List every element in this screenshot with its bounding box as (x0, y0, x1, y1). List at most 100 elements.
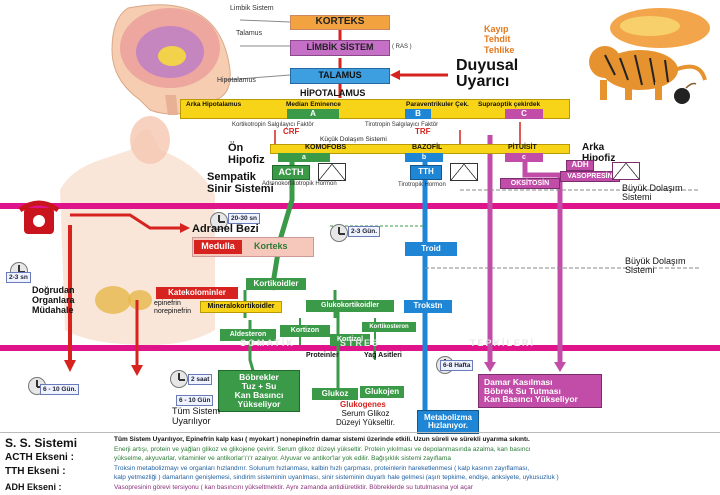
aldesteron-box: Aldesteron (220, 329, 276, 341)
tth-text-2: kalp yetmezliği ) damarların genişlemesi… (114, 474, 559, 481)
tth-note: Tirotropik Hormon (398, 182, 446, 188)
dogrudan-label: Doğrudan Organlara Müdahale (32, 285, 75, 316)
hipofiz-label: Hipofiz (228, 154, 265, 167)
arka-hipofiz-label: Arka Hipofiz (582, 142, 615, 164)
katekolominler-box: Katekolominler (156, 287, 238, 299)
bottom-divider (0, 432, 720, 433)
crf-label: CRF (283, 127, 300, 136)
tiger-illustration (589, 46, 707, 100)
uyarici-label: Uyarıcı (456, 73, 510, 90)
metabolizma-l2: Hızlanıyor. (427, 421, 468, 430)
head-brain-illustration (111, 4, 231, 115)
tth-box: TTH (410, 165, 442, 180)
threat-list: Kayıp Tehdit Tehlike (484, 24, 514, 55)
kortizol-box: Kortizol (330, 334, 370, 346)
mineralokortikoidler-box: Mineralokortikoidler (200, 301, 282, 313)
bobrekler-l1: Böbrekler (239, 372, 279, 383)
threat-tehdit: Tehdit (484, 34, 511, 45)
tum-sistem-l1: Tüm Sistem (172, 406, 221, 416)
trokstn-box: Trokstn (404, 300, 452, 313)
buyuk-dolasim-1: Büyük Dolaşım Sistemi (622, 183, 683, 203)
on-hipofiz-label: Ön Hipofiz (228, 142, 265, 166)
tum-sistem-l2: Uyarılıyor (172, 415, 211, 426)
clock-6-label: 6 - 10 Gün (176, 395, 214, 406)
clock-icon-4 (170, 370, 188, 388)
hipotalamus-label: Hipotalamus (217, 77, 256, 84)
kortikoidler-box: Kortikoidler (246, 278, 306, 290)
letter-b-small: b (405, 153, 443, 162)
adh-envelope-icon (612, 162, 640, 180)
troid-box: Troid (405, 242, 457, 256)
damar-l3: Kan Basıncı Yükseliyor (484, 394, 578, 405)
acth-path (269, 160, 295, 291)
clock-1-label: 20-30 sn (228, 213, 261, 224)
talamus-label: Talamus (236, 30, 263, 37)
pituisit-label: PİTUİSİT (508, 144, 537, 151)
glukojen-box: Glukojen (360, 386, 404, 398)
letter-c-small: c (505, 153, 543, 162)
duyusal-label: Duyusal (456, 57, 519, 74)
adh-path (522, 160, 563, 365)
hypo-label-2: Paraventrikuler Çek. (406, 101, 469, 108)
band-stres: STRES (340, 338, 381, 348)
metabolizma-l1: Metabolizma (423, 412, 472, 422)
damar-l1: Damar Kasılması (484, 376, 553, 387)
komofobs-label: KOMOFOBS (305, 144, 347, 151)
bazofil-label: BAZOFİL (412, 144, 443, 151)
adh-text: Vasopresinin görevi tersiyonu ( kan bası… (114, 484, 473, 491)
dogrudan-l2: Organlara (32, 294, 75, 305)
sempatik-line-2: Sinir Sistemi (207, 182, 274, 195)
vasopresin-box: VASOPRESİN (560, 171, 620, 182)
clock-icon-1 (210, 212, 228, 230)
bobrekler-box: Böbrekler Tuz + Su Kan Basıncı Yükseliyo… (218, 370, 300, 412)
bobrekler-l3: Kan Basıncı (234, 390, 284, 400)
adh-axis-label: ADH Ekseni : (5, 482, 62, 492)
buyuk-dolasim-2: Büyük Dolaşım Sistemi (625, 256, 686, 276)
acth-axis-label: ACTH Ekseni : (5, 452, 74, 463)
acth-note: Adrenokortikotropik Hormon (262, 181, 337, 187)
sympathetic-arrow (64, 213, 190, 376)
serum-l2: Düzeyi Yükseltir. (336, 417, 395, 427)
medulla-box: Medulla (194, 240, 242, 254)
duyusal-uyarici: Duyusal Uyarıcı (456, 58, 518, 90)
proteinler-label: Proteinler (306, 352, 339, 359)
letter-a-small: a (278, 153, 330, 162)
damar-box: Damar Kasılması Böbrek Su Tutması Kan Ba… (478, 374, 602, 408)
tth-axis-label: TTH Ekseni : (5, 466, 66, 477)
tth-envelope-icon (450, 163, 478, 181)
damar-l2: Böbrek Su Tutması (484, 385, 561, 396)
acth-text-1: Enerji artışı, protein ve yağları glikoz… (114, 446, 531, 453)
clock-2-label: 2-3 Gün. (348, 226, 381, 237)
korteks-label: Korteks (254, 241, 288, 251)
bomb-illustration (674, 82, 697, 104)
clock-icon-2 (330, 224, 348, 242)
dogrudan-l3: Müdahale (32, 304, 74, 315)
kortikosteron-box: Kortikosteron (362, 322, 416, 332)
clock-4-label: 2 saat (188, 374, 213, 385)
acth-box: ACTH (272, 165, 310, 180)
on-label: Ön (228, 142, 244, 154)
clock-5-label: 6 - 10 Gün. (40, 384, 80, 395)
letter-a-box: A (287, 109, 339, 119)
hypo-label-3: Supraoptik çekirdek (478, 101, 541, 108)
bobrekler-l4: Yükseliyor (237, 398, 281, 409)
epinefrin-l2: norepinefrin (154, 307, 191, 315)
trf-label: TRF (415, 127, 431, 136)
letter-c-box: C (505, 109, 543, 119)
metabolizma-box: Metabolizma Hızlanıyor. (417, 410, 479, 434)
threat-tehlike: Tehlike (484, 44, 515, 55)
buyuk-dolasim-1-l1: Büyük Dolaşım (622, 183, 683, 193)
sempatik-line-1: Sempatik (207, 171, 256, 183)
arka-label: Arka (582, 142, 605, 153)
talamus-box: TALAMUS (290, 68, 390, 84)
limbik-label: Limbik Sistem (230, 5, 274, 12)
limbik-box: LİMBİK SİSTEM (290, 40, 390, 56)
ss-text-1: Tüm Sistem Uyarılıyor, Epinefrin kalp ka… (114, 436, 530, 443)
hypothalamus-bar (180, 99, 570, 119)
tum-sistem-label: Tüm Sistem Uyarılıyor (172, 406, 221, 427)
crf-factor: Kortikotropin Salgılayıcı Faktör (232, 122, 314, 128)
brain-fire-illustration (610, 8, 710, 48)
serum-label: Serum Glikoz Düzeyi Yükseltir. (336, 409, 395, 428)
upper-band (0, 203, 720, 209)
arka-hipofiz-sub: Hipofiz (582, 153, 616, 164)
